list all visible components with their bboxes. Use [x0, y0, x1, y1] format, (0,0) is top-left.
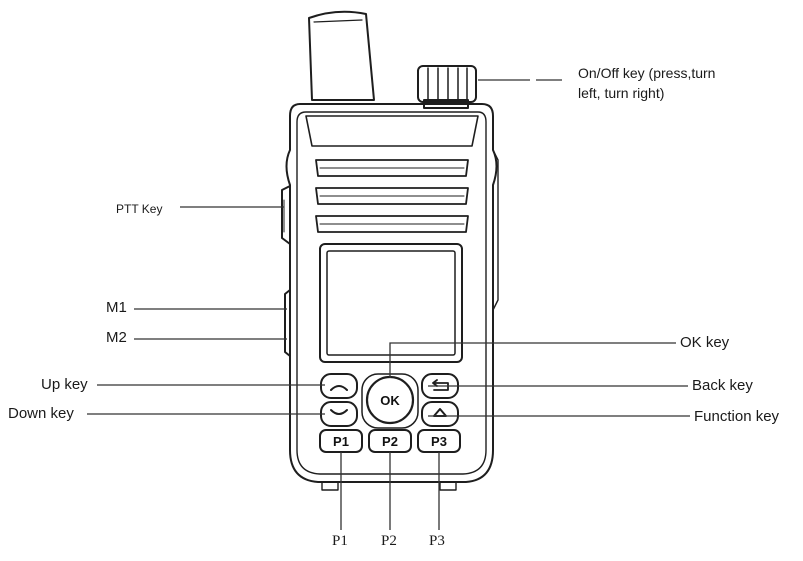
label-back: Back key — [692, 377, 753, 394]
onoff-knob — [417, 65, 477, 109]
leader-ok — [389, 342, 676, 378]
speaker-grille — [315, 159, 469, 233]
label-down: Down key — [8, 405, 74, 422]
label-m1: M1 — [106, 299, 127, 316]
function-key — [421, 401, 459, 427]
p1-key-text: P1 — [333, 434, 349, 449]
p2-key-text: P2 — [382, 434, 398, 449]
up-key — [320, 373, 358, 399]
label-p2: P2 — [381, 533, 397, 549]
antenna — [308, 10, 375, 101]
label-onoff-line2: left, turn right) — [578, 85, 665, 101]
display-screen — [319, 243, 463, 363]
p3-key-text: P3 — [431, 434, 447, 449]
down-key — [320, 401, 358, 427]
ok-key-text: OK — [380, 393, 400, 408]
label-up: Up key — [41, 376, 88, 393]
label-ok: OK key — [680, 334, 730, 351]
ptt-key — [281, 185, 291, 245]
label-function: Function key — [694, 408, 780, 425]
label-m2: M2 — [106, 329, 127, 346]
label-p3: P3 — [429, 533, 445, 549]
label-ptt: PTT Key — [116, 202, 163, 216]
m-keys — [284, 289, 291, 357]
label-onoff: On/Off key (press,turn left, turn right) — [578, 66, 715, 100]
radio-body — [285, 103, 498, 483]
label-p1: P1 — [332, 533, 348, 549]
label-onoff-line1: On/Off key (press,turn — [578, 65, 716, 81]
